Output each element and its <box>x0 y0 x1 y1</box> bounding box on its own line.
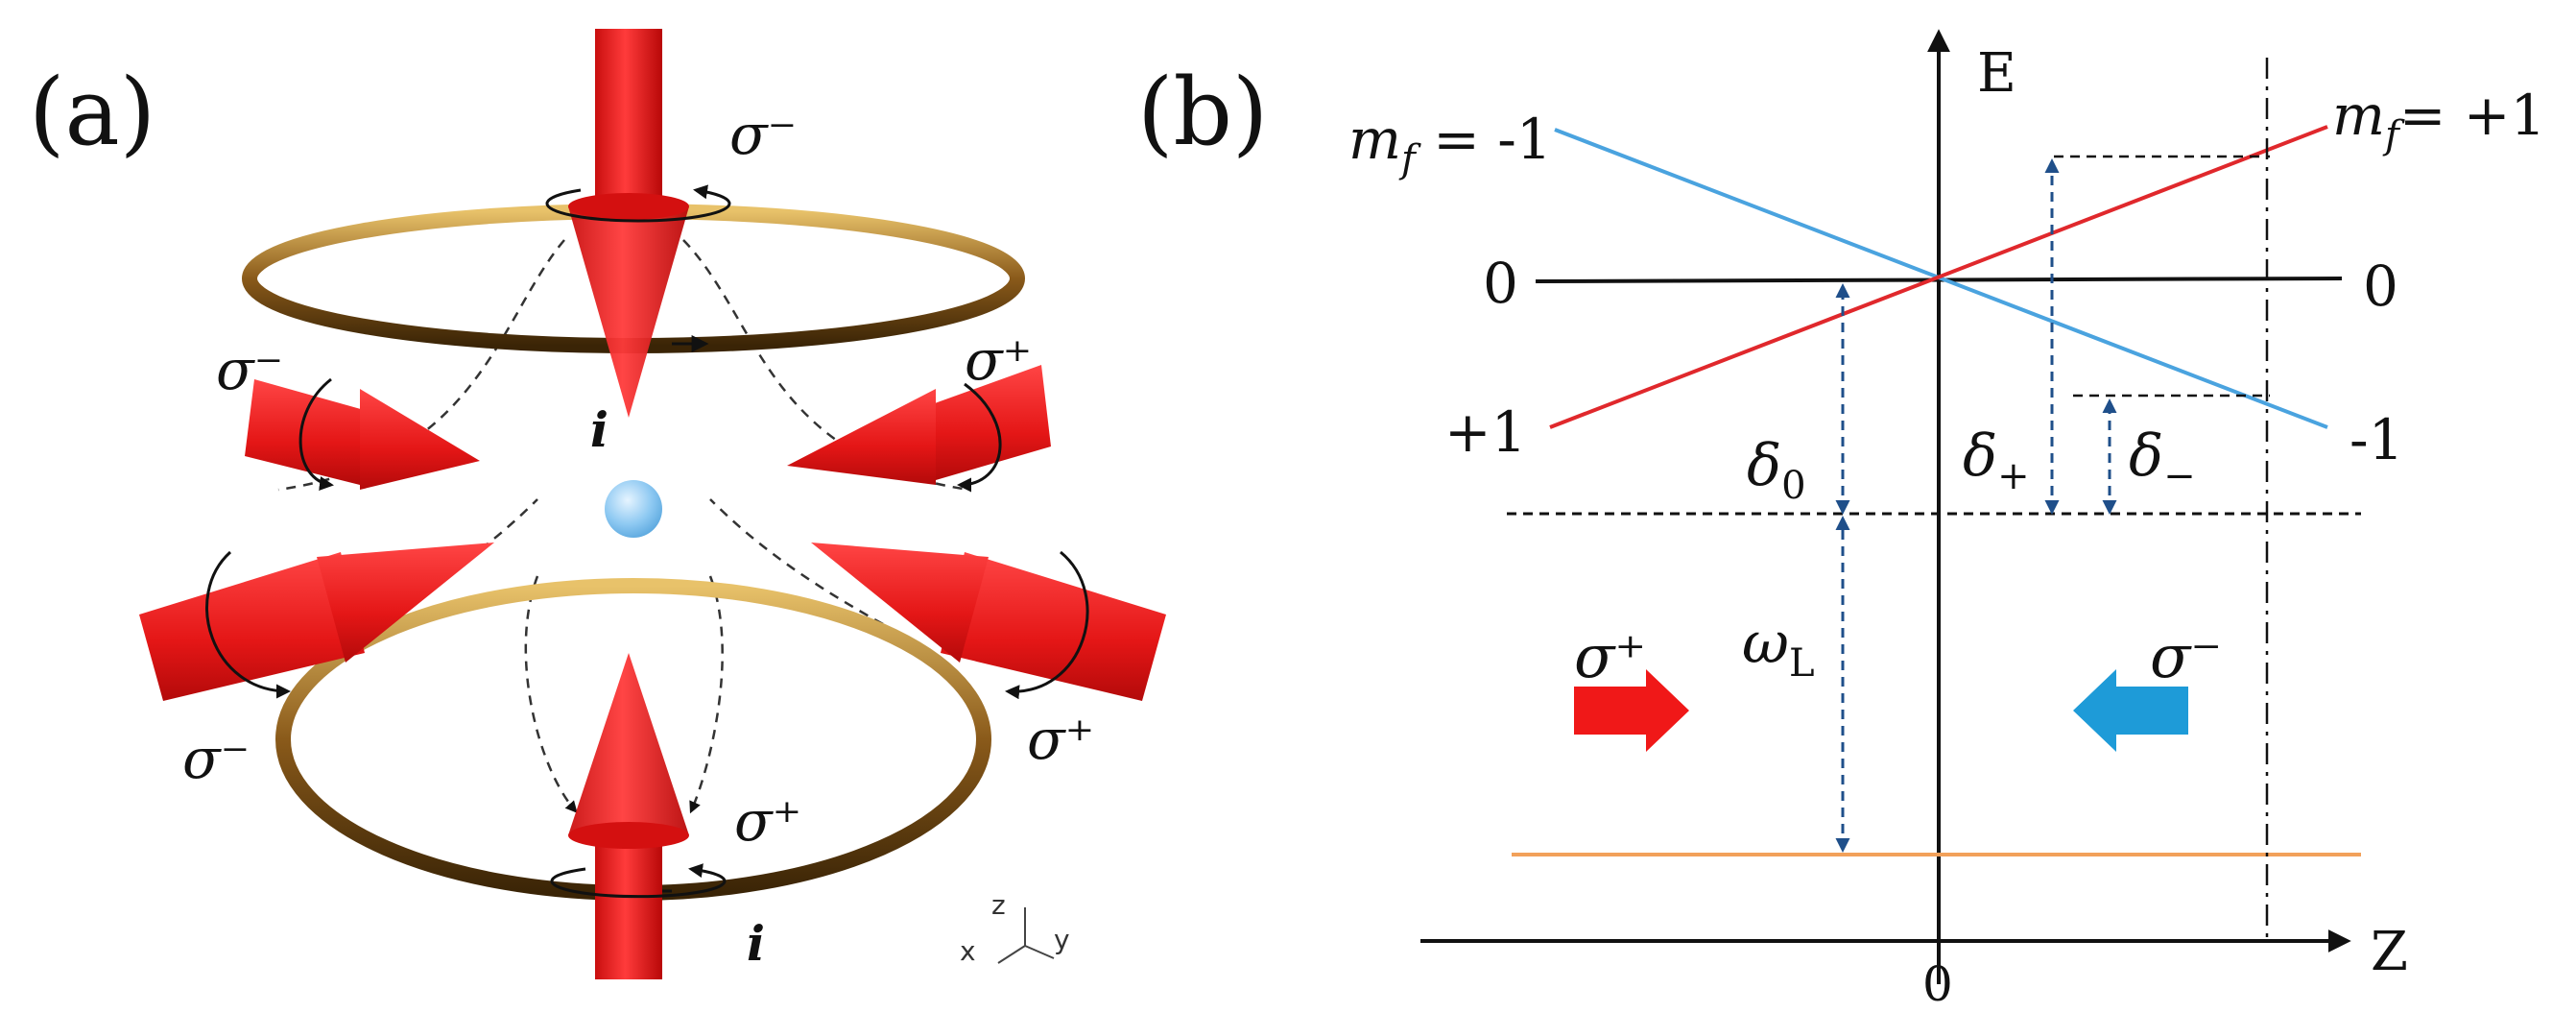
label-lower-right-sigma: σ⁺ <box>1027 707 1094 772</box>
label-upper-right-sigma: σ⁺ <box>965 327 1032 393</box>
mf-zero-level <box>1535 277 2343 283</box>
atom <box>605 480 662 538</box>
label-bottom-sigma: σ⁺ <box>734 788 801 854</box>
deltaminus-label: δ− <box>2129 422 2196 498</box>
left-zero-label: 0 <box>1483 251 1518 316</box>
panel-b: (b) E Z 0 mf = -1 0 +1 mf= +1 0 -1 δ <box>1137 29 2545 1012</box>
left-plus1-label: +1 <box>1444 399 1527 465</box>
mf-minus1-level <box>1554 128 2328 429</box>
position-axis-label: Z <box>2371 921 2408 983</box>
axes-triad <box>997 907 1055 964</box>
right-zero-label: 0 <box>2363 253 2398 319</box>
mf-plus1-level <box>1549 125 2328 429</box>
left-beam-arrow <box>1574 669 1689 752</box>
label-current-upper: i <box>590 401 608 458</box>
panel-a-label: (a) <box>29 59 155 166</box>
top-beam <box>545 29 731 418</box>
right-beam-arrow <box>2073 669 2188 752</box>
axis-y-label: y <box>1054 924 1070 955</box>
right-minus1-label: -1 <box>2349 407 2404 472</box>
delta0-label: δ0 <box>1747 432 1806 508</box>
lower-left-beam <box>139 543 494 701</box>
label-top-sigma: σ⁻ <box>729 102 797 167</box>
energy-axis-label: E <box>1977 42 2016 105</box>
panel-b-label: (b) <box>1137 59 1268 166</box>
panel-a: (a) <box>29 29 1166 979</box>
omegaL-label: ωL <box>1742 610 1815 686</box>
lower-right-beam <box>811 543 1166 701</box>
axis-x-label: x <box>960 935 976 967</box>
right-beam-sigma-label: σ⁻ <box>2150 621 2222 691</box>
upper-right-beam <box>787 365 1051 493</box>
axis-z-label: z <box>991 889 1006 921</box>
right-mf-plus1-label: mf= +1 <box>2332 83 2545 157</box>
label-upper-left-sigma: σ⁻ <box>216 337 283 402</box>
origin-label: 0 <box>1922 956 1953 1012</box>
left-beam-sigma-label: σ⁺ <box>1574 621 1646 691</box>
label-lower-left-sigma: σ⁻ <box>182 726 250 791</box>
bottom-beam <box>550 653 727 979</box>
label-current-lower: i <box>747 915 765 972</box>
left-mf-minus1-label: mf = -1 <box>1348 107 1552 181</box>
deltaplus-label: δ+ <box>1963 422 2030 498</box>
upper-left-beam <box>245 377 480 491</box>
